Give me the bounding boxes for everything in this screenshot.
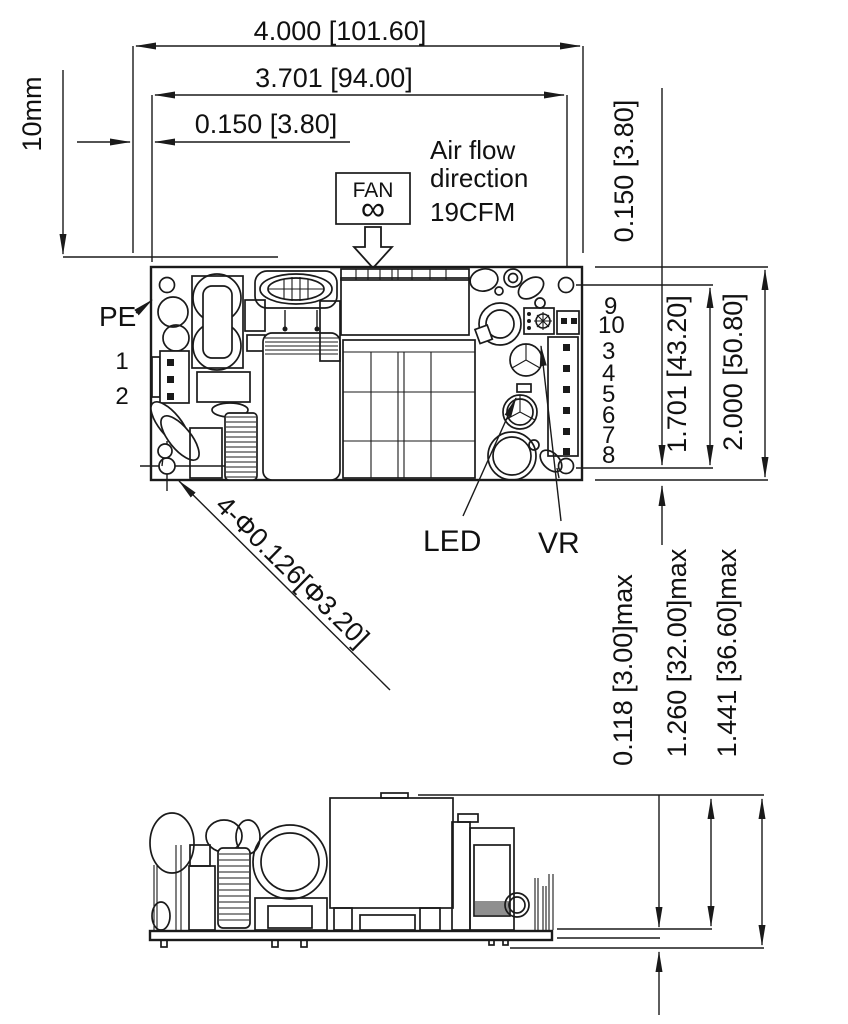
component-bridge (319, 300, 341, 362)
pin-label-7: 7 (602, 422, 615, 449)
fan-label: FAN (353, 179, 394, 202)
input-pin-1-label: 1 (115, 348, 128, 375)
side-pin (300, 939, 308, 948)
dim-hole-offset-right: 0.150 [3.80] (609, 100, 639, 243)
capacitor-dot (494, 286, 504, 296)
mounting-hole-top-right (557, 276, 575, 294)
mounting-hole-bottom-right (557, 457, 575, 475)
dim-board-depth: 2.000 [50.80] (718, 293, 748, 451)
led-indicator (516, 383, 532, 393)
output-connector (547, 336, 579, 457)
left-labels: PE 1 2 (99, 299, 153, 410)
side-transformer (329, 792, 454, 931)
right-dimensions: 0.150 [3.80] 1.701 [43.20] 2.000 [50.80] (576, 88, 769, 545)
dim-clearance: 10mm (17, 76, 47, 151)
emi-inductor (254, 270, 338, 332)
top-dimensions: 4.000 [101.60] 3.701 [94.00] 0.150 [3.80… (17, 16, 584, 281)
pin-label-8: 8 (602, 442, 615, 469)
capacitor-double (503, 268, 523, 288)
bulk-output-capacitor (487, 431, 537, 481)
side-board (148, 929, 554, 942)
airflow-rate: 19CFM (430, 197, 515, 227)
input-connector (159, 350, 190, 404)
film-capacitors (150, 401, 200, 467)
pin-label-9: 9 (604, 293, 617, 320)
side-pin (488, 939, 495, 946)
led-label: LED (423, 525, 481, 558)
vr-label: VR (538, 527, 580, 560)
side-pin (271, 939, 279, 948)
side-toroid (252, 824, 328, 931)
mounting-hole-top-left (158, 276, 176, 294)
relay (196, 371, 251, 403)
fan-blade-icon: ∞ (361, 190, 385, 228)
side-pin (502, 939, 509, 946)
airflow-arrow-icon (351, 226, 395, 270)
pe-label: PE (99, 301, 136, 332)
side-round-capacitor (504, 892, 530, 918)
fan-callout: FAN ∞ Air flow direction 19CFM (335, 135, 528, 270)
side-capacitor-small (151, 901, 171, 931)
input-pin-2-label: 2 (115, 383, 128, 410)
transformer (340, 268, 476, 479)
pcb-side-view (148, 792, 554, 948)
side-output-pins (534, 874, 554, 930)
pin-label-10: 10 (598, 312, 625, 339)
output-pin-labels: 9 10 3 4 5 6 7 8 (598, 293, 625, 469)
pin-label-3: 3 (602, 338, 615, 365)
pin-label-6: 6 (602, 402, 615, 429)
mounting-hole-note: 4-Φ0.126[Φ3.20] (210, 490, 375, 653)
pin-label-5: 5 (602, 381, 615, 408)
dim-total-width: 4.000 [101.60] (254, 16, 427, 46)
dim-inner-width: 3.701 [94.00] (255, 63, 413, 93)
capacitor-dot (528, 439, 540, 451)
dim-component-height: 1.260 [32.00]max (662, 548, 692, 757)
dim-hole-span-right: 1.701 [43.20] (662, 295, 692, 453)
pcb-top-view (140, 265, 584, 491)
capacitor-oval (469, 268, 499, 292)
side-pin (160, 939, 168, 948)
airflow-text-2: direction (430, 163, 528, 193)
height-dimensions: 0.118 [3.00]max 1.260 [32.00]max 1.441 [… (418, 548, 766, 1015)
dim-total-height: 1.441 [36.60]max (712, 548, 742, 757)
dim-hole-offset-left: 0.150 [3.80] (195, 109, 338, 139)
output-capacitor-notched (473, 302, 522, 346)
side-capacitor-large (149, 812, 195, 874)
common-mode-choke (191, 273, 244, 371)
potentiometer (523, 307, 555, 335)
pin-label-4: 4 (602, 360, 615, 387)
inductor-coil (224, 412, 258, 481)
airflow-text-1: Air flow (430, 135, 515, 165)
mounting-hole-callout: 4-Φ0.126[Φ3.20] (178, 480, 391, 691)
capacitor-angled-bottom (539, 449, 563, 479)
component-block (189, 427, 223, 479)
dim-pin-protrusion: 0.118 [3.00]max (608, 574, 638, 766)
side-block-tall (188, 865, 216, 931)
side-heatsink-secondary (451, 813, 515, 931)
side-inductor-coil (217, 847, 251, 929)
heatsink-primary (262, 332, 341, 481)
signal-connector (556, 310, 580, 335)
